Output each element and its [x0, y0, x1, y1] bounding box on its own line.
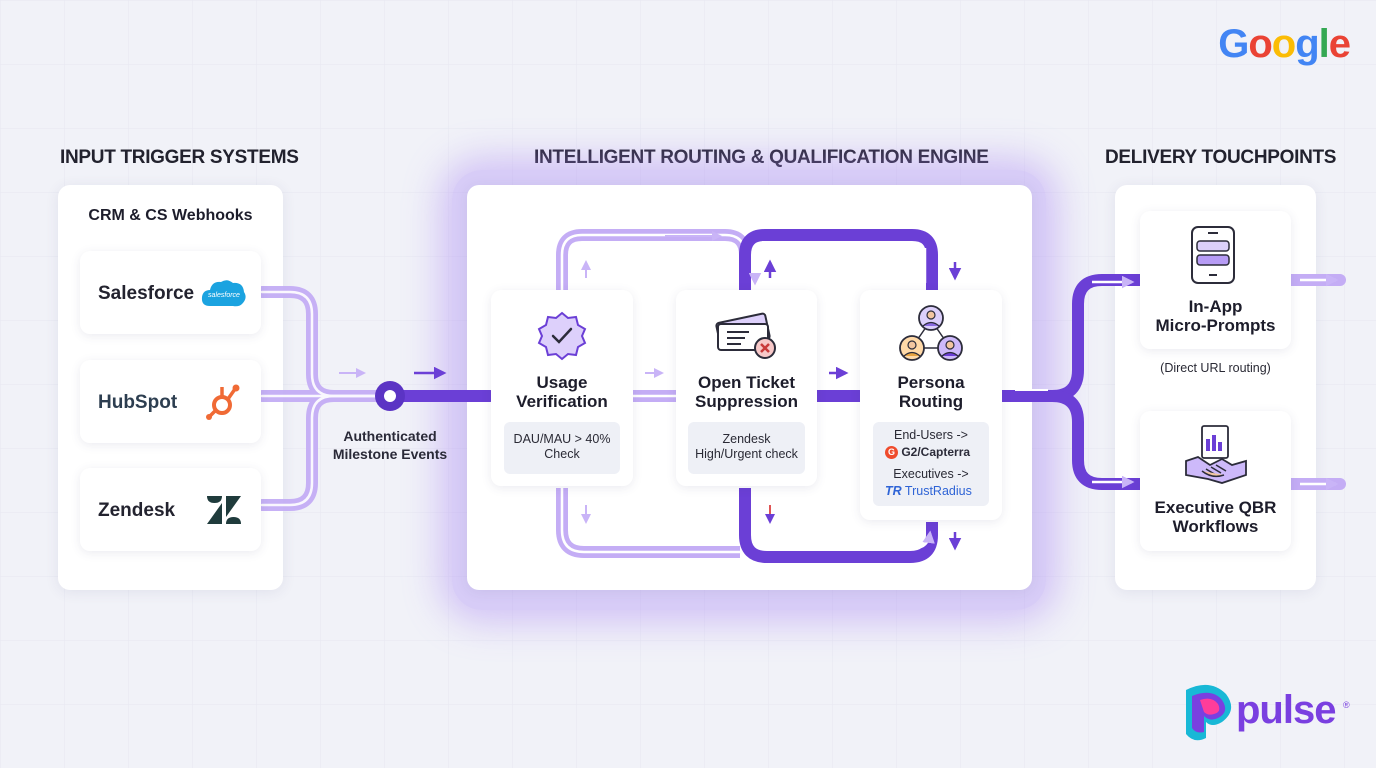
route-target-label: TrustRadius: [904, 484, 972, 498]
salesforce-cloud-icon: salesforce: [201, 280, 246, 307]
route-target-trustradius: TR TrustRadius: [885, 484, 989, 499]
node-usage-verification[interactable]: Usage Verification DAU/MAU > 40% Check: [491, 290, 633, 486]
source-name: HubSpot: [98, 392, 178, 413]
input-panel-title: CRM & CS Webhooks: [88, 207, 253, 224]
delivery-title: Executive QBR Workflows: [1154, 498, 1277, 536]
mobile-prompt-icon: [1191, 226, 1235, 284]
node-open-ticket-suppression[interactable]: Open Ticket Suppression Zendesk High/Urg…: [676, 290, 817, 486]
source-card-hubspot[interactable]: HubSpot: [80, 360, 261, 443]
node-title: Usage Verification: [516, 373, 608, 411]
node-persona-routing[interactable]: Persona Routing End-Users -> G G2/Capter…: [860, 290, 1002, 520]
route-target-g2: G G2/Capterra: [885, 445, 985, 460]
delivery-note: (Direct URL routing): [1160, 361, 1271, 375]
g2-icon: G: [885, 446, 898, 460]
node-check: Zendesk High/Urgent check: [688, 422, 805, 474]
source-card-zendesk[interactable]: Zendesk: [80, 468, 261, 551]
route-target-label: G2/Capterra: [901, 445, 971, 459]
source-name: Zendesk: [98, 500, 176, 521]
persona-network-icon: [899, 305, 963, 361]
node-title: Persona Routing: [897, 373, 965, 411]
delivery-title: In-App Micro-Prompts: [1155, 297, 1276, 335]
input-section-title: INPUT TRIGGER SYSTEMS: [60, 147, 299, 168]
pulse-logo: pulse ®: [1178, 682, 1353, 744]
google-logo: Google: [1218, 22, 1351, 66]
delivery-section-title: DELIVERY TOUCHPOINTS: [1105, 147, 1337, 168]
engine-section-title: INTELLIGENT ROUTING & QUALIFICATION ENGI…: [534, 147, 989, 168]
verified-badge-icon: [537, 311, 587, 361]
handshake-report-icon: [1185, 425, 1247, 484]
source-name: Salesforce: [98, 283, 195, 304]
hubspot-sprocket-icon: [206, 384, 240, 420]
persona-routes-box: End-Users -> G G2/Capterra Executives ->…: [873, 422, 989, 506]
connector-label: Authenticated Milestone Events: [332, 428, 448, 462]
ticket-blocked-icon: [715, 312, 776, 359]
node-title: Open Ticket Suppression: [695, 373, 798, 411]
delivery-card-executive-qbr[interactable]: Executive QBR Workflows: [1140, 411, 1291, 551]
source-card-salesforce[interactable]: Salesforce salesforce: [80, 251, 261, 334]
trustradius-icon: TR: [885, 484, 902, 498]
pulse-wordmark: pulse: [1236, 688, 1336, 732]
route-label-end-users: End-Users ->: [894, 428, 968, 442]
registered-mark: ®: [1343, 700, 1350, 710]
salesforce-logo-text: salesforce: [208, 292, 240, 299]
node-check: DAU/MAU > 40% Check: [504, 422, 620, 474]
pulse-mark-icon: [1186, 684, 1232, 741]
zendesk-z-icon: [207, 496, 241, 524]
delivery-card-in-app[interactable]: In-App Micro-Prompts: [1140, 211, 1291, 349]
route-label-executives: Executives ->: [893, 467, 969, 481]
